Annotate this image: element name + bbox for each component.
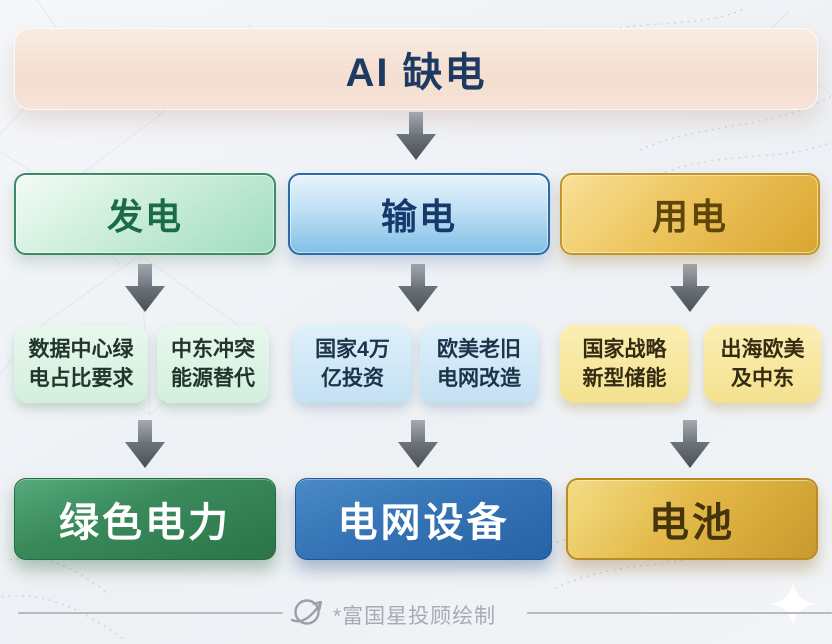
down-arrow-icon	[670, 420, 710, 468]
down-arrow-icon	[670, 264, 710, 312]
factor-box: 中东冲突 能源替代	[157, 325, 269, 403]
category-box-generation: 发电	[14, 173, 276, 255]
result-box-grid-equipment: 电网设备	[295, 478, 552, 560]
down-arrow-icon	[398, 420, 438, 468]
result-label: 电池	[649, 501, 735, 545]
page-title: AI 缺电	[345, 51, 487, 95]
down-arrow-icon	[125, 420, 165, 468]
factor-box: 欧美老旧 电网改造	[420, 325, 538, 403]
result-label: 电网设备	[337, 501, 510, 545]
category-label: 发电	[106, 196, 183, 237]
result-label: 绿色电力	[59, 501, 231, 545]
factor-box: 数据中心绿 电占比要求	[14, 325, 148, 403]
factor-box: 国家4万 亿投资	[293, 325, 412, 403]
watermark-credit: *富国星投顾绘制	[333, 605, 497, 628]
category-box-consumption: 用电	[560, 173, 820, 255]
footer-divider-left	[18, 612, 283, 614]
category-label: 输电	[380, 196, 457, 237]
title-box: AI 缺电	[14, 28, 818, 110]
down-arrow-icon	[396, 112, 436, 160]
category-label: 用电	[651, 196, 728, 237]
down-arrow-icon	[398, 264, 438, 312]
planet-orbit-icon	[290, 599, 323, 625]
sparkle-icon	[770, 581, 816, 627]
footer-divider-right	[527, 612, 832, 614]
result-box-green-power: 绿色电力	[14, 478, 276, 560]
factor-box: 出海欧美 及中东	[704, 325, 821, 403]
result-box-battery: 电池	[566, 478, 818, 560]
down-arrow-icon	[125, 264, 165, 312]
factor-box: 国家战略 新型储能	[560, 325, 689, 403]
category-box-transmission: 输电	[288, 173, 550, 255]
